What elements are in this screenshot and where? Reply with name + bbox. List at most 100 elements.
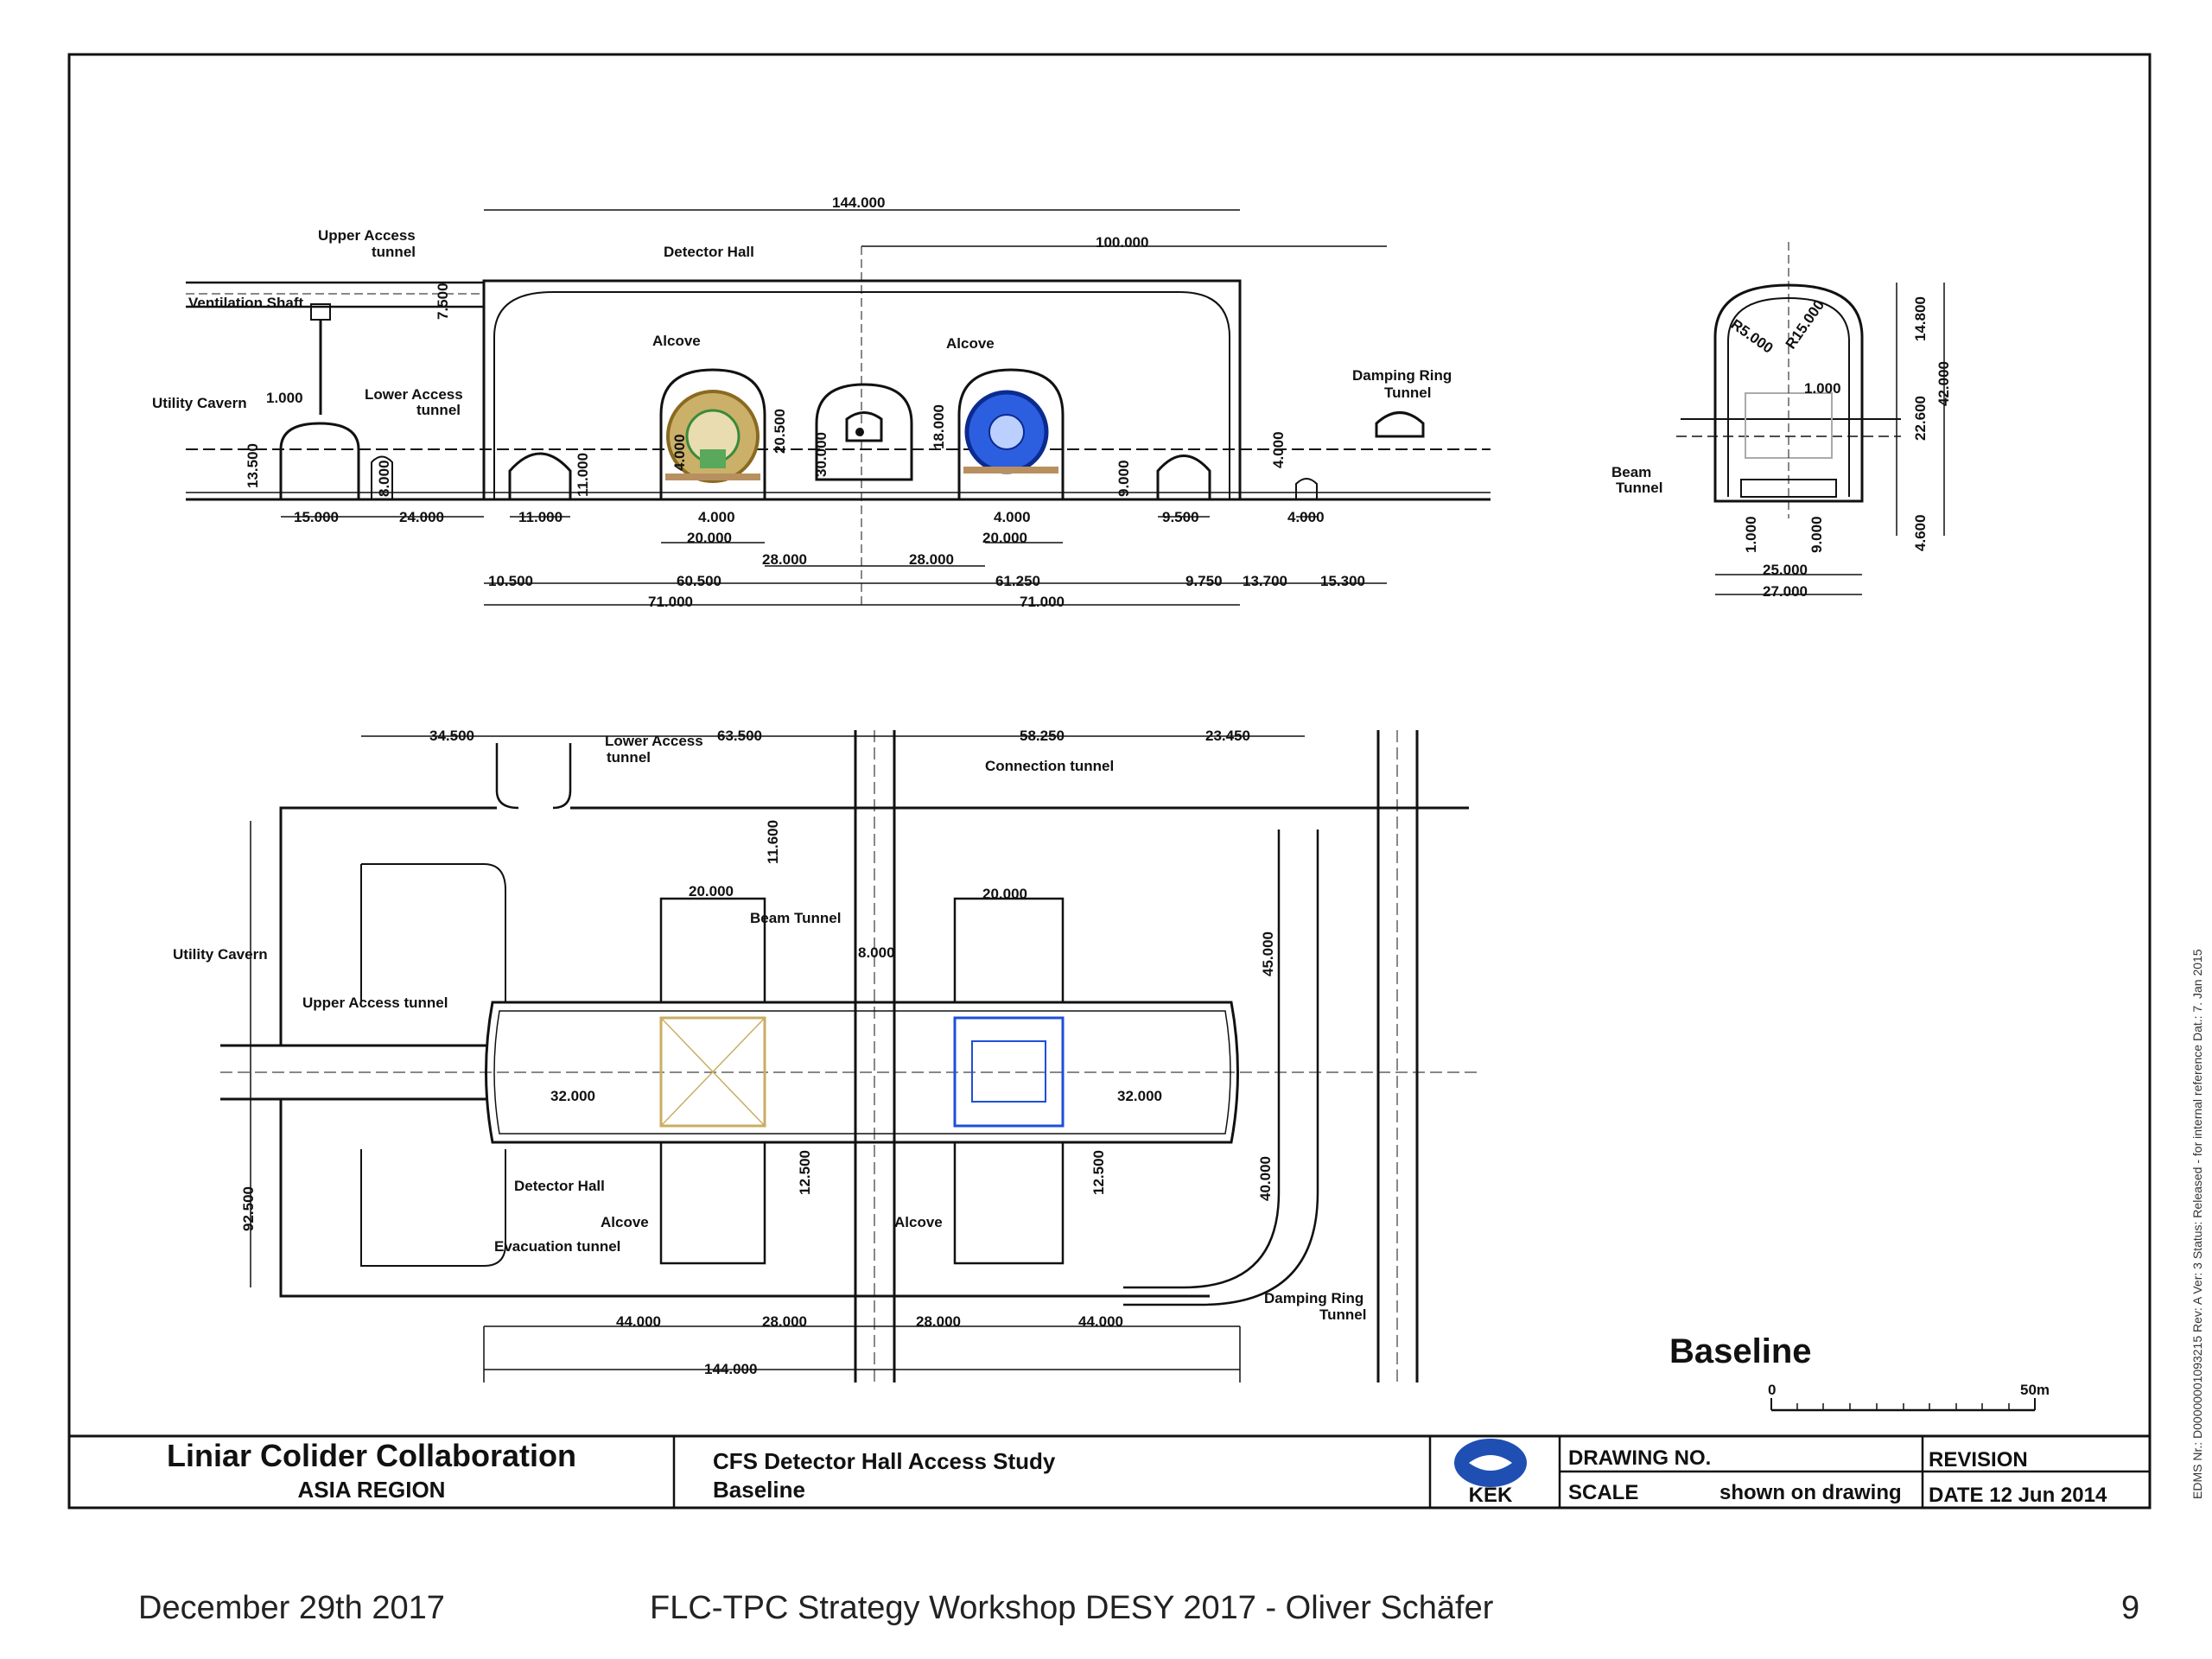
dim-45000: 45.000	[1260, 931, 1276, 976]
dim-11000-b: 11.000	[518, 509, 563, 525]
footer-date: December 29th 2017	[138, 1590, 445, 1626]
dim-8000: 8.000	[376, 460, 392, 497]
dim-8000: 8.000	[858, 944, 895, 961]
project-line-2: Baseline	[713, 1477, 805, 1503]
dim-r5000: R5.000	[1728, 316, 1777, 357]
label-ventilation-shaft: Ventilation Shaft	[188, 295, 304, 311]
dim-40000: 40.000	[1257, 1156, 1274, 1201]
dim-1000: 1.000	[266, 390, 303, 406]
dim-15000: 15.000	[294, 509, 339, 525]
label-utility-cavern: Utility Cavern	[152, 395, 247, 411]
scale-value: shown on drawing	[1719, 1481, 1902, 1504]
label-plan-alcove-1: Alcove	[601, 1214, 649, 1230]
label-lower-access: Lower Access	[365, 386, 463, 403]
cross-section-view: Beam Tunnel R5.000 R15.000 14.800 42.000…	[1611, 242, 1952, 600]
dim-22600: 22.600	[1912, 396, 1929, 441]
elevation-view: Upper Access tunnel Detector Hall Ventil…	[152, 194, 1491, 610]
dim-71000-b: 71.000	[1020, 594, 1065, 610]
dim-15300: 15.300	[1320, 573, 1365, 589]
scale-end-label: 50m	[2020, 1382, 2050, 1398]
project-line-1: CFS Detector Hall Access Study	[713, 1448, 1056, 1474]
dim-25000: 25.000	[1763, 562, 1808, 578]
title-block	[69, 1434, 2150, 1508]
dim-9000: 9.000	[1116, 460, 1132, 497]
scale-start-label: 0	[1768, 1382, 1776, 1398]
detector-ild-plan-icon	[659, 1016, 766, 1128]
label-plan-upper-access: Upper Access tunnel	[302, 995, 448, 1011]
dim-9000-sec: 9.000	[1808, 516, 1825, 553]
dim-20000-b: 20.000	[982, 886, 1027, 902]
dim-30000: 30.000	[813, 432, 830, 477]
label-beam-tunnel: Beam Tunnel	[750, 910, 841, 926]
footer-event: FLC-TPC Strategy Workshop DESY 2017 - Ol…	[650, 1590, 1494, 1626]
dim-20000-b: 20.000	[982, 530, 1027, 546]
dim-60500: 60.500	[677, 573, 721, 589]
dim-20000-a: 20.000	[687, 530, 732, 546]
label-upper-access-2: tunnel	[372, 244, 416, 260]
dim-61250: 61.250	[995, 573, 1040, 589]
label-plan-utility-cavern: Utility Cavern	[173, 946, 268, 963]
dim-32000-a: 32.000	[550, 1088, 595, 1104]
dim-28000-b-plan: 28.000	[916, 1313, 961, 1330]
dim-18000: 18.000	[931, 404, 947, 449]
detector-sid-plan-icon	[953, 1016, 1065, 1128]
label-connection-tunnel: Connection tunnel	[985, 758, 1114, 774]
baseline-heading: Baseline	[1669, 1332, 1812, 1370]
dim-27000: 27.000	[1763, 583, 1808, 600]
label-damping-ring-2: Tunnel	[1384, 385, 1431, 401]
label-plan-lower-access-2: tunnel	[607, 749, 651, 766]
revision-label: REVISION	[1929, 1448, 2028, 1471]
dim-12500-b: 12.500	[1090, 1150, 1107, 1195]
date-label: DATE 12 Jun 2014	[1929, 1484, 2107, 1507]
label-damping-ring: Damping Ring	[1352, 367, 1452, 384]
dim-144000-plan: 144.000	[704, 1361, 757, 1377]
label-detector-hall: Detector Hall	[664, 244, 754, 260]
dim-20500: 20.500	[772, 409, 788, 454]
dim-4600: 4.600	[1912, 514, 1929, 551]
dim-4000-right: 4.000	[1270, 431, 1287, 468]
dim-58250: 58.250	[1020, 728, 1065, 744]
dim-4000-c: 4.000	[698, 509, 735, 525]
drawing-frame	[67, 53, 2152, 1510]
dim-28000-a-plan: 28.000	[762, 1313, 807, 1330]
dim-14800: 14.800	[1912, 296, 1929, 341]
dim-20000-a: 20.000	[689, 883, 734, 899]
edms-side-note: EDMS Nr.: D00000001093215 Rev: A Ver: 3 …	[2190, 949, 2204, 1499]
footer-page-number: 9	[2121, 1590, 2140, 1626]
dim-32000-b: 32.000	[1117, 1088, 1162, 1104]
dim-4000-e: 4.000	[1287, 509, 1325, 525]
dim-9500: 9.500	[1162, 509, 1199, 525]
label-plan-alcove-2: Alcove	[894, 1214, 943, 1230]
dim-44000-b: 44.000	[1078, 1313, 1123, 1330]
dim-r15000: R15.000	[1783, 297, 1827, 353]
dim-7500: 7.500	[435, 283, 451, 320]
label-alcove-1: Alcove	[652, 333, 701, 349]
label-plan-damping-2: Tunnel	[1319, 1306, 1366, 1323]
label-plan-lower-access: Lower Access	[605, 733, 703, 749]
label-beam: Beam	[1611, 464, 1651, 480]
label-plan-detector-hall: Detector Hall	[514, 1178, 605, 1194]
dim-71000-a: 71.000	[648, 594, 693, 610]
dim-12500-a: 12.500	[797, 1150, 813, 1195]
dim-42000: 42.000	[1936, 361, 1952, 406]
dim-92500: 92.500	[240, 1186, 257, 1231]
dim-4000-d: 4.000	[994, 509, 1031, 525]
dim-10500: 10.500	[488, 573, 533, 589]
dim-28000-b: 28.000	[909, 551, 954, 568]
dim-13700: 13.700	[1243, 573, 1287, 589]
dim-13500: 13.500	[245, 443, 261, 488]
label-alcove-2: Alcove	[946, 335, 995, 352]
dim-34500: 34.500	[429, 728, 474, 744]
label-evacuation-tunnel: Evacuation tunnel	[494, 1238, 620, 1255]
org-line-2: ASIA REGION	[298, 1477, 446, 1503]
scale-label: SCALE	[1568, 1481, 1638, 1504]
dim-44000-a: 44.000	[616, 1313, 661, 1330]
logo-text: KEK	[1469, 1484, 1513, 1507]
dim-11600: 11.600	[765, 820, 781, 864]
dim-1000-top: 1.000	[1804, 380, 1841, 397]
dim-24000: 24.000	[399, 509, 444, 525]
dim-4000-v: 4.000	[671, 434, 688, 471]
org-line-1: Liniar Colider Collaboration	[167, 1438, 576, 1473]
label-lower-access-2: tunnel	[416, 402, 461, 418]
